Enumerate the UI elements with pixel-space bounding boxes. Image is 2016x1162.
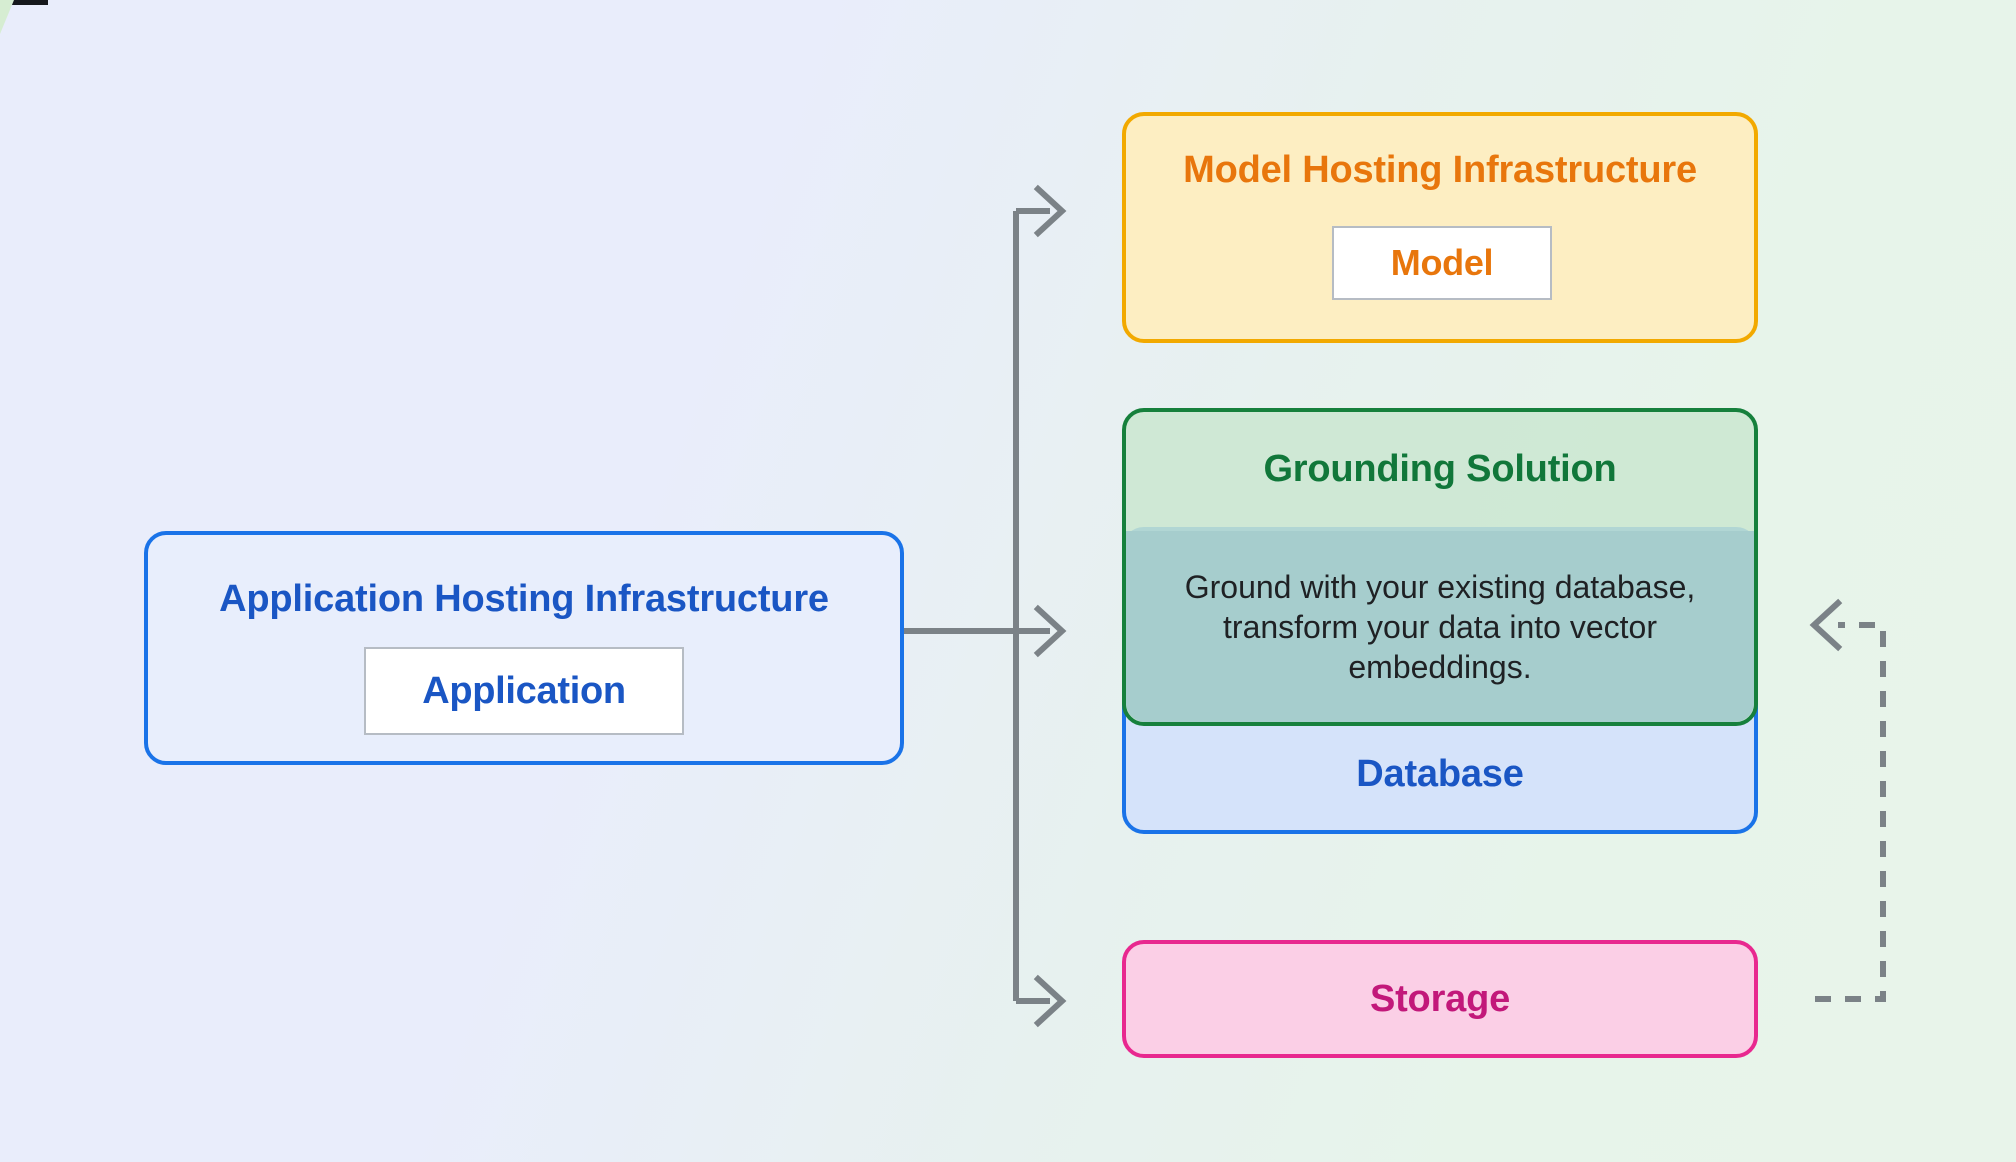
model-label: Model (1390, 242, 1494, 283)
arrowhead-model-icon (1033, 184, 1067, 238)
grounding-database-overlap: Ground with your existing database, tran… (1126, 531, 1754, 722)
node-application[interactable]: Application (364, 647, 684, 735)
node-application-hosting-infrastructure[interactable]: Application Hosting Infrastructure Appli… (144, 531, 904, 765)
node-model-hosting-infrastructure[interactable]: Model Hosting Infrastructure Model (1122, 112, 1758, 343)
node-storage[interactable]: Storage (1122, 940, 1758, 1058)
corner-marker (6, 0, 48, 5)
arrowhead-grounding-icon (1033, 604, 1067, 658)
storage-title: Storage (1369, 977, 1511, 1020)
application-label: Application (422, 669, 626, 712)
model-hosting-title: Model Hosting Infrastructure (1183, 149, 1697, 191)
connector-dashed-return (1815, 622, 1886, 1002)
corner-triangle (0, 0, 14, 34)
node-model[interactable]: Model (1332, 226, 1552, 300)
grounding-description: Ground with your existing database, tran… (1184, 568, 1696, 685)
database-title: Database (1356, 753, 1524, 795)
application-hosting-title: Application Hosting Infrastructure (219, 578, 829, 620)
arrowhead-return-icon (1809, 598, 1843, 652)
grounding-solution-title: Grounding Solution (1263, 448, 1617, 490)
arrowhead-storage-icon (1033, 974, 1067, 1028)
